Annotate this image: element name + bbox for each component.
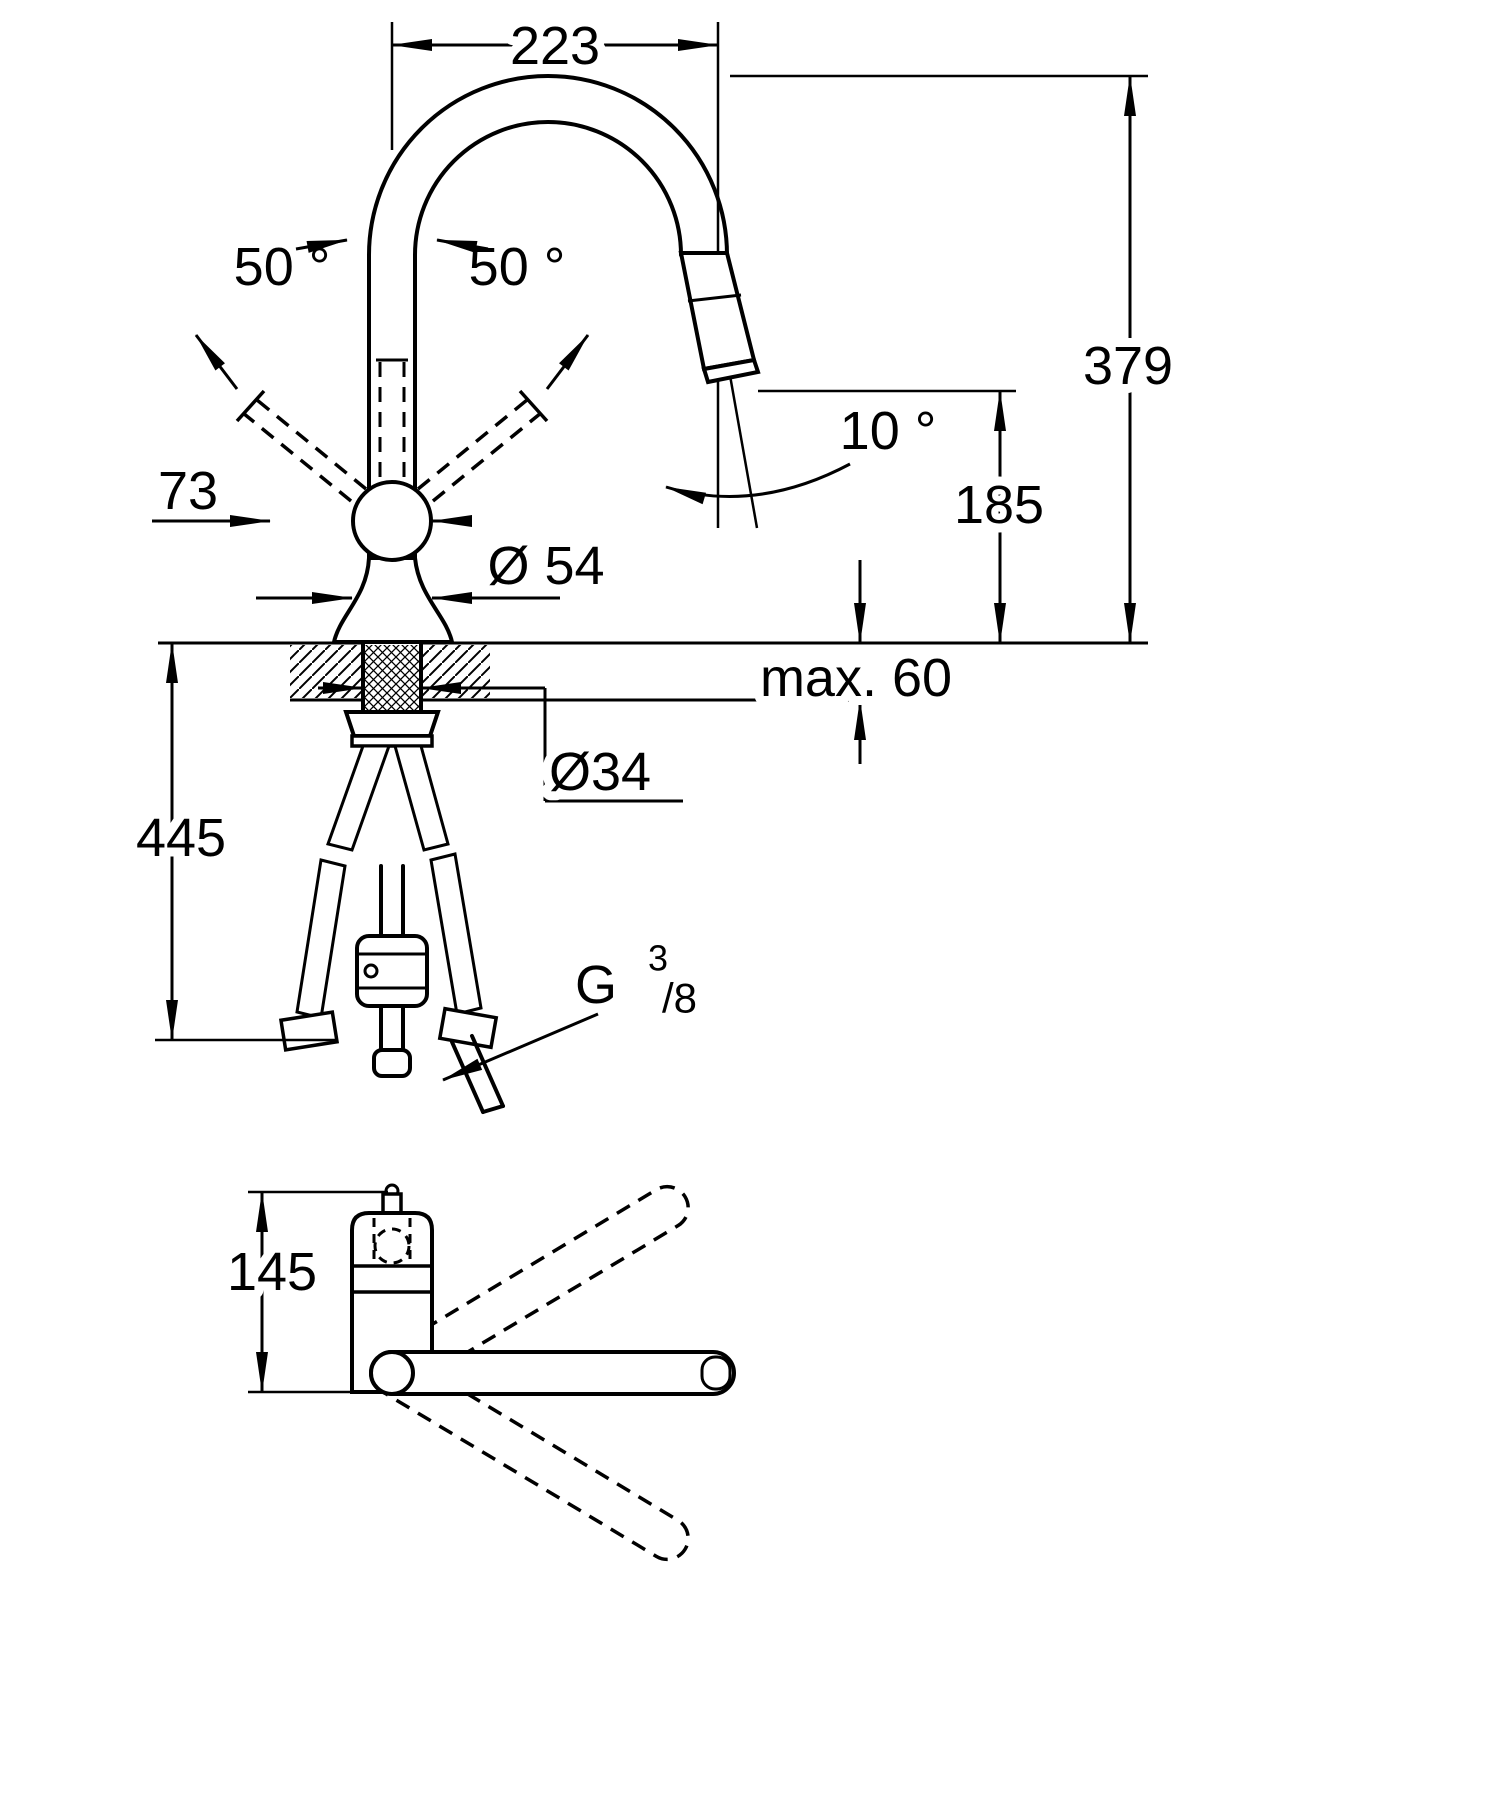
lever-left-dashed-edge1	[255, 398, 368, 491]
lever-left-end-cap	[235, 389, 266, 423]
dim-label-max60: max. 60	[760, 648, 952, 708]
hose-left-upper	[326, 744, 392, 852]
cartridge-dashed-circle	[373, 1227, 411, 1265]
spout-solid	[369, 1350, 736, 1396]
thread-label-g: G	[575, 955, 617, 1015]
counter-hatch-right	[421, 645, 490, 698]
spout-arc-outer	[367, 74, 729, 257]
lever-ball-joint	[351, 480, 433, 562]
countertop	[158, 641, 1148, 702]
lever-left-dashed-edge2	[241, 411, 353, 503]
mounting-washer	[350, 734, 434, 748]
dim-label-50-right: 50 °	[469, 237, 566, 297]
front-view: 223 379 185 50 ° 50 ° 10 ° 73 Ø 54 max. …	[127, 7, 1182, 1114]
dim-label-145: 145	[227, 1242, 317, 1302]
hose-weight	[355, 934, 429, 1008]
body-outline	[350, 1211, 434, 1394]
lever-right-swing-arrow	[545, 334, 590, 390]
hose-right-upper-bg	[395, 746, 448, 850]
lever-right-end-cap	[518, 389, 549, 423]
counter-hatch-left	[290, 645, 363, 698]
dim-label-10: 10 °	[840, 401, 937, 461]
hose-left-lower-bg	[297, 860, 345, 1018]
spout-swing-dashed-upper	[380, 1184, 690, 1393]
spout-swing-dashed-lower	[380, 1353, 690, 1562]
dim-label-445: 445	[136, 808, 226, 868]
lever-right-dashed-edge1	[416, 398, 529, 491]
angle-50-right-leader	[436, 238, 489, 253]
pullout-hose	[355, 864, 429, 1078]
top-view: 145	[218, 1183, 736, 1562]
hose-right-fitting	[437, 1006, 499, 1050]
body-column	[350, 1183, 434, 1394]
spout-arc-inner	[413, 120, 683, 257]
hose-right-lower	[429, 852, 483, 1016]
dim-label-379: 379	[1083, 336, 1173, 396]
dim-label-185: 185	[954, 475, 1044, 535]
base-escutcheon	[331, 556, 455, 644]
thread-label-denominator: /8	[662, 975, 697, 1022]
thread-label-numerator: 3	[648, 938, 668, 979]
angle-50-left-leader	[295, 238, 348, 253]
shank-thread-texture	[365, 645, 419, 711]
hose-weight-screw	[363, 963, 379, 979]
mounting-nut	[343, 710, 441, 738]
dimension-lines	[152, 38, 1136, 1082]
spout-outline	[369, 1350, 736, 1396]
thread-stub-right-edge	[470, 1034, 505, 1108]
hose-right-nut	[437, 1006, 499, 1050]
swivel-dimension	[248, 1190, 388, 1394]
dimension-labels: 223 379 185 50 ° 50 ° 10 ° 73 Ø 54 max. …	[127, 7, 1182, 1031]
dim-label-dia34: Ø34	[549, 742, 651, 802]
spout-dashed-outline	[380, 1353, 690, 1562]
supply-hoses	[278, 744, 505, 1114]
dim-label-73: 73	[158, 461, 218, 521]
lever-left-swing-arrow	[194, 334, 239, 390]
hose-left-fitting	[278, 1010, 340, 1052]
angle-10-leader-arc	[665, 462, 851, 505]
spout-end-detail	[700, 1355, 732, 1391]
spout-pivot-circle	[369, 1350, 415, 1396]
thread-g38-leader	[442, 1012, 599, 1082]
hose-right-upper	[393, 744, 450, 852]
thread-stub-end-cap	[481, 1104, 505, 1114]
spray-head-joint-line	[687, 293, 742, 303]
spout-dashed-outline	[380, 1184, 690, 1393]
hose-left-lower	[295, 858, 347, 1020]
lever-right-dashed-edge2	[431, 411, 543, 503]
dim-label-dia54: Ø 54	[487, 536, 604, 596]
spray-head	[678, 251, 757, 372]
dim-label-223: 223	[510, 16, 600, 76]
hose-left-nut	[278, 1010, 340, 1052]
dim-label-50-left: 50 °	[234, 237, 331, 297]
mounting-shank	[343, 641, 441, 748]
spray-head-tip	[701, 357, 761, 385]
lever-swing-range	[194, 334, 590, 503]
pullout-hose-end	[372, 1048, 412, 1078]
hose-left-upper-bg	[328, 746, 389, 850]
hose-right-lower-bg	[431, 854, 481, 1014]
